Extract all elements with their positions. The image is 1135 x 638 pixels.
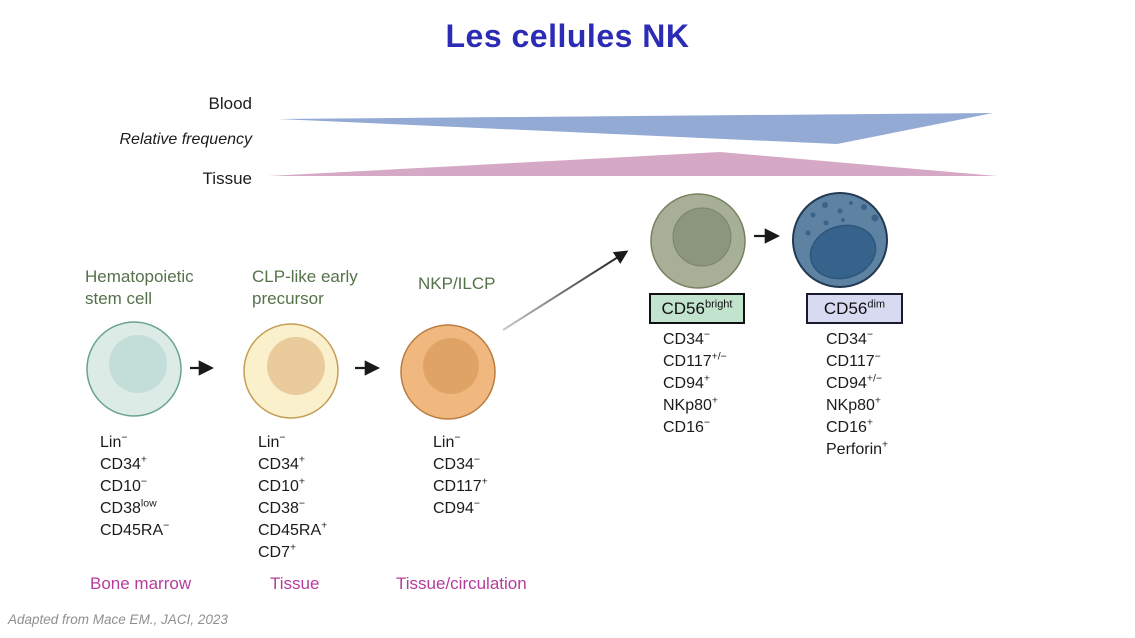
stage-name-nkp: NKP/ILCP: [418, 273, 495, 295]
marker-item: CD16+: [826, 416, 874, 436]
stage-name-line: CLP-like early: [252, 267, 358, 286]
marker-item: CD117+/−: [663, 350, 727, 370]
marker-item: CD94−: [433, 497, 481, 517]
marker-item: CD34−: [433, 453, 481, 473]
cd56bright-box-sup: bright: [704, 298, 733, 311]
marker-item: CD38low: [100, 497, 157, 517]
marker-item: CD7+: [258, 541, 297, 561]
location-tissue: Tissue: [270, 574, 320, 593]
granule-dots: [805, 201, 879, 275]
tissue-frequency-band: [268, 152, 997, 176]
marker-item: CD117+: [433, 475, 488, 495]
location-bone-marrow: Bone marrow: [90, 574, 192, 593]
marker-item: NKp80+: [826, 394, 882, 414]
marker-item: CD38−: [258, 497, 306, 517]
marker-item: CD16−: [663, 416, 711, 436]
marker-item: CD10+: [258, 475, 306, 495]
marker-item: CD10−: [100, 475, 148, 495]
marker-item: CD94+: [663, 372, 711, 392]
relative-frequency-label: Relative frequency: [119, 131, 252, 148]
page-title: Les cellules NK: [445, 18, 690, 54]
attribution-text: Adapted from Mace EM., JACI, 2023: [8, 612, 228, 627]
stage-name-line: precursor: [252, 289, 324, 308]
stage-name-clp: CLP-like early precursor: [252, 266, 358, 310]
arrow-nkp-to-cd56bright: [502, 250, 629, 331]
marker-item: CD34−: [663, 328, 711, 348]
marker-item: CD45RA+: [258, 519, 328, 539]
cd56bright-cell-nucleus: [672, 207, 732, 267]
clp-cell-nucleus: [267, 337, 325, 395]
markers-cd56dim: CD34−CD117−CD94+/−NKp80+CD16+Perforin+: [826, 329, 888, 461]
marker-item: CD34−: [826, 328, 874, 348]
markers-cd56bright: CD34−CD117+/−CD94+NKp80+CD16−: [663, 329, 727, 439]
stage-name-line: Hematopoietic: [85, 267, 194, 286]
stage-name-hsc: Hematopoietic stem cell: [85, 266, 194, 310]
cd56dim-box-label: CD56: [823, 299, 868, 318]
stage-name-line: stem cell: [85, 289, 153, 308]
marker-item: Lin−: [258, 431, 286, 451]
cd56dim-cell-nucleus: [809, 224, 877, 280]
marker-item: CD94+/−: [826, 372, 883, 392]
cd56bright-box: CD56bright: [649, 293, 745, 324]
marker-item: CD34+: [100, 453, 148, 473]
nkp-cell-nucleus: [423, 338, 479, 394]
cd56dim-box-sup: dim: [867, 298, 886, 311]
marker-item: Lin−: [100, 431, 128, 451]
marker-item: NKp80+: [663, 394, 719, 414]
hsc-cell-nucleus: [109, 335, 167, 393]
location-tissue-circulation: Tissue/circulation: [396, 574, 527, 593]
blood-label: Blood: [208, 94, 252, 113]
marker-item: CD45RA−: [100, 519, 170, 539]
marker-item: CD34+: [258, 453, 306, 473]
blood-frequency-band: [278, 113, 993, 144]
cd56dim-box: CD56dim: [806, 293, 903, 324]
marker-item: CD117−: [826, 350, 881, 370]
markers-clp: Lin−CD34+CD10+CD38−CD45RA+CD7+: [258, 432, 327, 564]
marker-item: Lin−: [433, 431, 461, 451]
markers-nkp: Lin−CD34−CD117+CD94−: [433, 432, 488, 520]
stage-name-line: NKP/ILCP: [418, 274, 496, 293]
marker-item: Perforin+: [826, 438, 889, 458]
tissue-label: Tissue: [202, 169, 252, 188]
cd56bright-box-label: CD56: [661, 299, 705, 318]
